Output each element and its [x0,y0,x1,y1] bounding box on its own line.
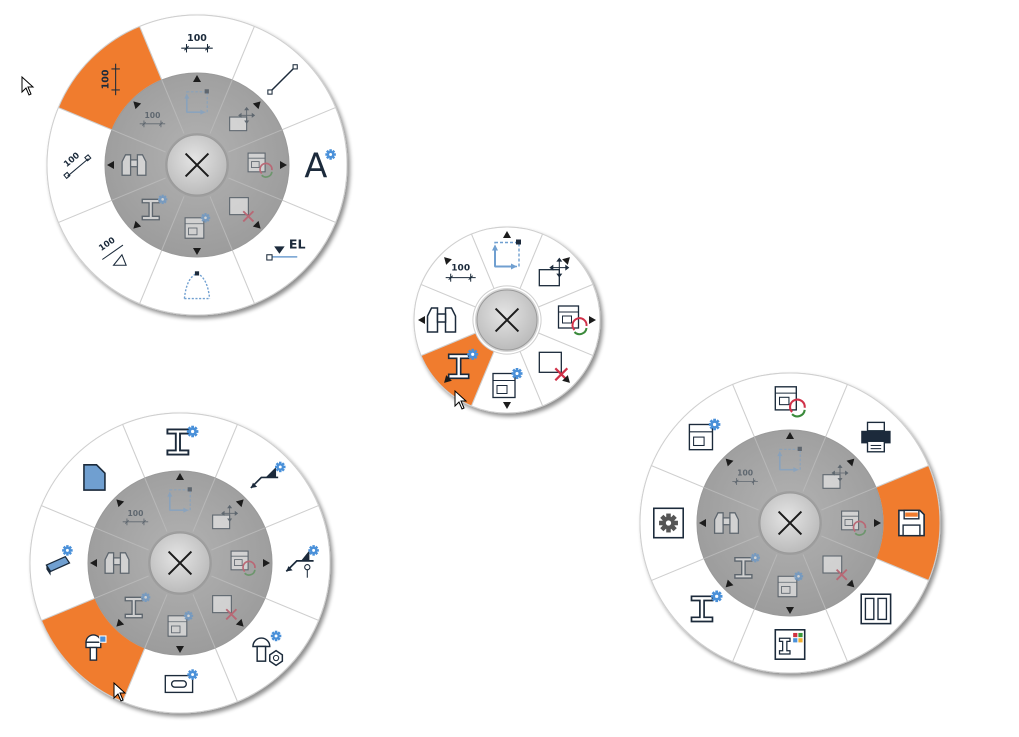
close-menu-button[interactable] [165,133,229,197]
close-menu-button[interactable] [475,288,539,352]
dimension-horizontal-icon: 100 [181,33,213,53]
svg-text:100: 100 [144,111,160,120]
element-properties-icon [688,418,721,451]
element-properties-icon[interactable] [184,213,211,239]
close-icon [184,152,210,178]
scroll-arrows[interactable] [107,75,287,255]
close-menu-button[interactable] [148,531,212,595]
copy-move-icon[interactable] [822,464,849,489]
svg-text:100: 100 [187,33,207,44]
replace-element-icon[interactable] [230,550,256,576]
menu-segment-text-annotation-icon[interactable]: A [281,106,348,224]
copy-move-icon [538,257,570,287]
binoculars-icon [426,307,457,333]
element-properties-icon [492,368,523,399]
svg-text:EL: EL [289,236,306,251]
weld-symbol-icon [250,461,286,489]
menu-segment-binoculars-icon[interactable] [413,283,477,357]
move-point-icon[interactable] [184,89,209,115]
elevation-marker-icon: EL [266,236,306,261]
line-tool-icon [267,64,298,95]
copy-move-icon[interactable] [212,504,239,530]
menu-segment-element-properties-icon[interactable] [470,350,544,414]
svg-text:100: 100 [127,509,143,518]
binoculars-icon[interactable] [104,552,130,574]
move-point-icon [492,239,521,270]
beam-properties-icon [690,590,723,623]
svg-text:100: 100 [100,69,111,89]
dimension-vertical-icon: 100 [100,63,120,96]
svg-text:100: 100 [451,264,470,274]
menu-segment-delete-element-icon[interactable] [519,332,594,407]
replace-element-icon[interactable] [247,152,273,178]
dimension-horizontal-icon: 100 [445,264,476,282]
close-icon [777,510,803,536]
menu-segment-plate-shape-icon[interactable] [40,423,146,529]
delete-element-icon [538,351,569,382]
replace-element-icon[interactable] [841,510,867,536]
menu-segment-plate-fold-icon[interactable] [29,504,96,622]
binoculars-icon[interactable] [713,512,740,534]
steel-beam-icon [166,425,199,456]
beam-properties-icon[interactable] [734,553,760,579]
mouse-cursor-icon [113,681,127,702]
plate-shape-icon [83,464,106,491]
close-icon [167,550,193,576]
plate-fold-icon [45,545,73,576]
scroll-arrows[interactable] [90,473,270,653]
binoculars-icon[interactable] [121,154,147,176]
bolt-settings-icon [85,634,107,661]
profile-table-icon [774,629,806,660]
delete-element-icon[interactable] [212,595,238,621]
steel-menu: 100 [29,412,331,714]
element-properties-icon[interactable] [777,571,804,598]
beam-properties-icon[interactable] [124,592,151,619]
svg-text:A: A [304,147,327,186]
svg-text:100: 100 [737,469,753,478]
beam-properties-icon[interactable] [141,194,168,221]
arc-tool-icon [183,271,211,300]
menu-segment-dimension-aligned-icon[interactable]: 100 [46,106,113,224]
scroll-arrows[interactable] [418,231,596,409]
dimension-horizontal-icon[interactable]: 100 [122,509,149,526]
slotted-hole-icon [164,669,198,694]
dimension-horizontal-icon[interactable]: 100 [139,111,166,128]
element-properties-icon[interactable] [167,611,194,637]
save-icon [898,509,925,537]
text-annotation-icon: A [304,147,336,186]
close-menu-button[interactable] [758,491,822,555]
replace-element-icon [774,386,806,418]
anchor-bolt-icon [252,630,284,667]
file-menu: 100 [639,372,941,674]
menu-segment-save-icon[interactable] [875,464,941,582]
dimension-horizontal-icon[interactable]: 100 [732,469,758,485]
delete-element-icon[interactable] [822,555,848,581]
replace-element-icon [557,305,588,336]
mouse-cursor-icon [21,75,35,96]
menu-segment-columns-layout-icon[interactable] [824,557,930,663]
delete-element-icon[interactable] [229,197,255,223]
columns-layout-icon [860,593,892,625]
beam-properties-icon [447,348,479,380]
menu-segment-replace-element-icon[interactable] [537,283,601,357]
copy-move-icon[interactable] [229,106,256,132]
mouse-cursor-icon [454,389,468,410]
print-icon [861,421,891,453]
menu-segment-slotted-hole-icon[interactable] [121,647,239,714]
menu-segment-dimension-horizontal-icon[interactable]: 100 [420,233,495,308]
weld-site-icon [285,545,319,578]
menu-segment-beam-properties-icon[interactable] [420,332,495,407]
close-icon [494,307,520,333]
main-menu: 100 [413,226,601,414]
scroll-arrows[interactable] [699,432,881,614]
settings-icon [653,507,684,539]
